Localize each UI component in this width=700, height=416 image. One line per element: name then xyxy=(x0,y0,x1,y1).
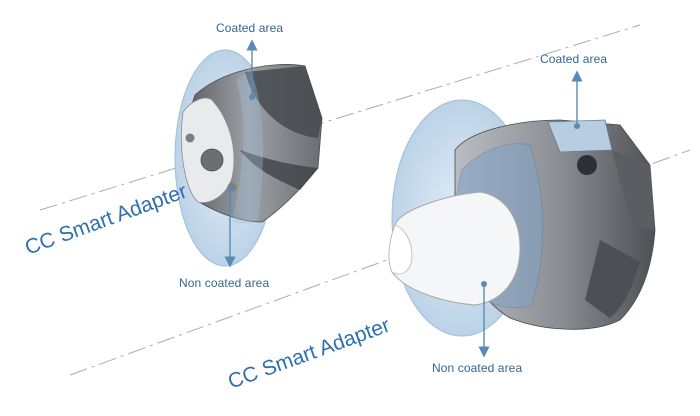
right-blade-bottom xyxy=(585,240,640,318)
right-shank-end xyxy=(388,224,413,275)
arrows xyxy=(224,39,583,358)
left-center-hole xyxy=(200,148,224,172)
dot-right-coated xyxy=(574,123,580,129)
dot-left-coated xyxy=(249,94,255,100)
left-flute-1 xyxy=(245,66,322,138)
axis-lines xyxy=(39,24,691,376)
axis-line-right xyxy=(69,149,691,376)
right-blade-side xyxy=(612,150,655,230)
axis-line-left xyxy=(39,24,641,211)
right-body-hole xyxy=(577,155,597,175)
left-coating-overlay xyxy=(232,70,264,224)
label-left-coated-area: Coated area xyxy=(216,21,284,35)
left-part xyxy=(174,49,323,267)
right-part xyxy=(388,99,656,337)
label-left-non-coated-area: Non coated area xyxy=(179,276,270,290)
left-flute-2 xyxy=(240,150,318,190)
left-coolant-hole-1 xyxy=(185,133,195,143)
label-right-non-coated-area: Non coated area xyxy=(432,361,523,375)
arrow-dots xyxy=(227,94,580,287)
dot-left-noncoated xyxy=(227,187,233,193)
dot-right-noncoated xyxy=(481,281,487,287)
label-right-coated-area: Coated area xyxy=(540,52,608,66)
